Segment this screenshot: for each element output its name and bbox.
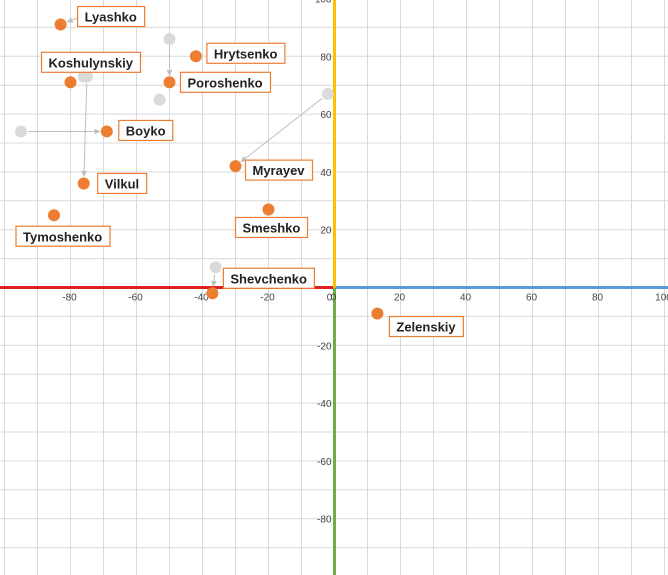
point-label: Shevchenko — [222, 267, 315, 289]
x-tick-label: -80 — [62, 293, 77, 304]
x-tick-label: 100 — [655, 293, 668, 304]
data-point — [229, 160, 242, 173]
y-tick-label: -20 — [317, 341, 332, 352]
data-point — [54, 18, 67, 31]
point-labels: LyashkoHrytsenkoKoshulynskiyPoroshenkoBo… — [15, 5, 464, 338]
point-label: Lyashko — [76, 5, 146, 28]
point-label-box — [15, 225, 111, 247]
point-label-box — [222, 267, 315, 289]
data-point — [100, 125, 113, 138]
point-label: Smeshko — [234, 216, 309, 239]
point-label-text: Smeshko — [243, 220, 301, 235]
current-points — [48, 18, 384, 320]
data-point — [206, 287, 219, 300]
point-label: Tymoshenko — [15, 225, 111, 247]
y-tick-label: 60 — [320, 110, 332, 121]
point-label-text: Hrytsenko — [214, 46, 278, 61]
point-label-text: Vilkul — [105, 176, 139, 191]
previous-point — [15, 125, 27, 138]
point-label-box — [97, 172, 148, 195]
x-tick-label: 0 — [327, 293, 333, 304]
x-tick-label: 80 — [592, 293, 604, 304]
point-label-text: Koshulynskiy — [49, 55, 134, 70]
data-point — [262, 203, 275, 216]
point-label-box — [234, 216, 309, 239]
previous-point — [163, 32, 176, 45]
point-label-box — [244, 159, 314, 181]
x-tick-label: -20 — [260, 293, 275, 304]
previous-point — [81, 70, 93, 83]
y-tick-label: 100 — [315, 0, 332, 6]
y-tick-label: 40 — [320, 168, 332, 179]
data-point — [48, 209, 60, 222]
point-label-box — [118, 119, 174, 142]
point-label-text: Boyko — [126, 123, 166, 138]
y-tick-label: 80 — [320, 52, 332, 63]
previous-point — [321, 87, 334, 100]
point-label-text: Myrayev — [253, 163, 306, 178]
point-label: Vilkul — [97, 172, 148, 195]
y-tick-label: -40 — [317, 399, 332, 410]
tick-labels: -80 -60 -40 -20 0 20 40 60 80 100 0 -80 -60 -40 -20 20 4… — [62, 0, 668, 526]
x-tick-label: 0 — [331, 293, 337, 304]
data-point — [77, 177, 90, 190]
previous-point — [209, 261, 222, 274]
y-tick-label: 20 — [320, 226, 332, 237]
x-tick-label: 40 — [460, 293, 472, 304]
previous-points — [15, 6, 334, 274]
shift-arrow — [240, 97, 323, 163]
data-point — [163, 76, 176, 89]
data-point — [64, 76, 77, 89]
shift-arrow — [210, 274, 217, 287]
point-label: Koshulynskiy — [40, 51, 142, 73]
y-tick-label: -60 — [317, 457, 332, 468]
point-label-box — [76, 5, 146, 28]
point-label: Myrayev — [244, 159, 314, 181]
y-tick-label: -80 — [317, 515, 332, 526]
point-label-text: Tymoshenko — [23, 229, 102, 244]
x-tick-label: 60 — [526, 293, 538, 304]
point-label: Zelenskiy — [388, 315, 464, 338]
x-tick-label: -40 — [194, 293, 209, 304]
point-label-text: Zelenskiy — [396, 320, 456, 335]
point-label-box — [388, 315, 464, 338]
previous-point — [153, 93, 166, 106]
point-label-text: Shevchenko — [230, 271, 307, 286]
point-label-text: Lyashko — [85, 10, 137, 25]
data-point — [371, 307, 384, 320]
point-label: Boyko — [118, 119, 174, 142]
data-point — [189, 50, 202, 63]
x-tick-label: -60 — [128, 293, 143, 304]
point-label-box — [179, 71, 272, 93]
point-label: Hrytsenko — [206, 42, 286, 64]
shift-arrow — [81, 83, 88, 178]
x-tick-label: 20 — [394, 293, 406, 304]
point-label-box — [40, 51, 142, 73]
point-label: Poroshenko — [179, 71, 272, 93]
point-label-text: Poroshenko — [188, 75, 263, 90]
point-label-box — [206, 42, 286, 64]
